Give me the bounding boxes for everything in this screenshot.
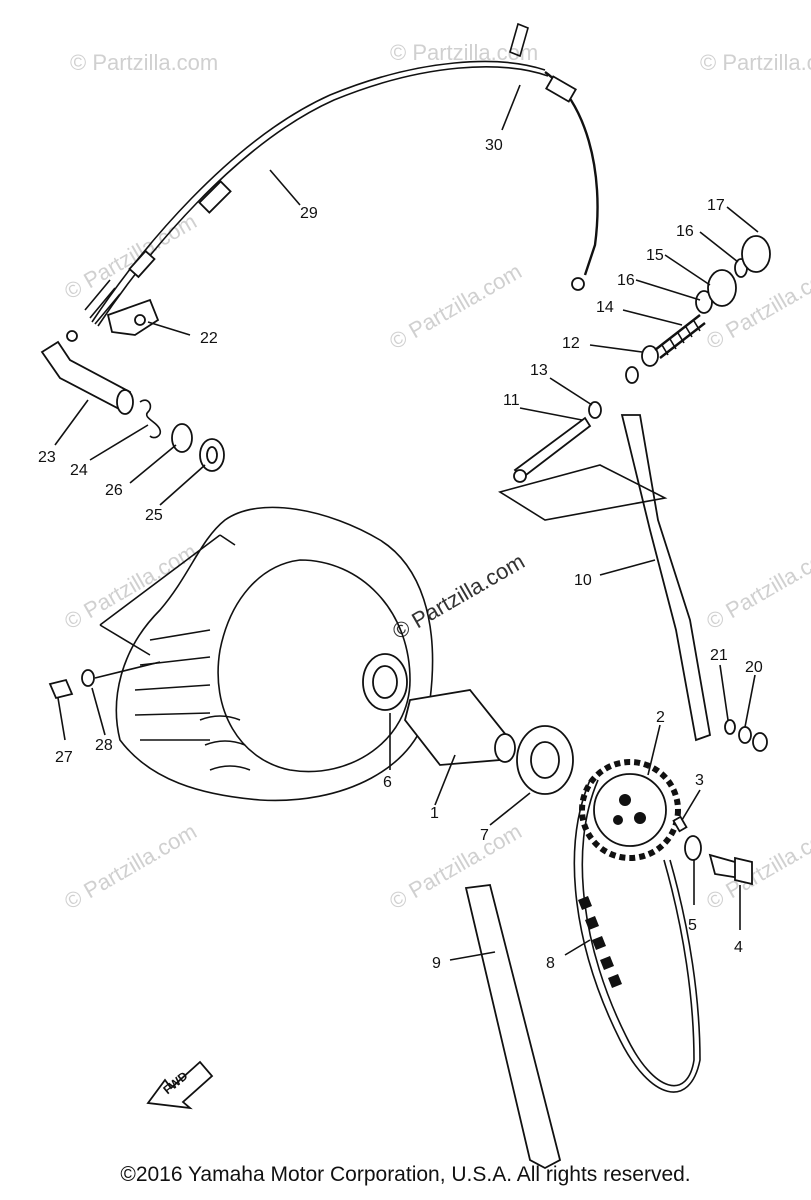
watermark: © Partzilla.com [385,259,526,355]
callout-12: 12 [562,335,580,352]
parts-3-4-5 [672,815,753,886]
watermark: © Partzilla.com [60,819,201,915]
watermark: © Partzilla.com [702,539,811,635]
callout-5: 5 [688,917,697,934]
part-2-sprocket [579,759,681,861]
callout-15: 15 [646,247,664,264]
part-10-guide [620,414,712,742]
callout-22: 22 [200,330,218,347]
callout-24: 24 [70,462,88,479]
parts-11-17-tensioner [513,235,771,483]
callout-3: 3 [695,772,704,789]
callout-2: 2 [656,709,665,726]
callout-26: 26 [105,482,123,499]
callout-4: 4 [734,939,743,956]
part-9-guide [464,884,562,1170]
part-29-cable [66,22,599,342]
part-8-chain [573,779,701,1093]
callout-numbers: 30 29 22 23 24 26 25 27 28 6 1 7 2 3 4 5… [38,137,763,972]
callout-28: 28 [95,737,113,754]
watermark: © Partzilla.com [60,209,201,305]
parts-20-21-27-28 [48,669,768,752]
callout-23: 23 [38,449,56,466]
callout-27: 27 [55,749,73,766]
callout-20: 20 [745,659,763,676]
callout-13: 13 [530,362,548,379]
callout-30: 30 [485,137,503,154]
part-22-bracket [106,298,160,336]
parts-23-26-lever [40,340,225,472]
callout-25: 25 [145,507,163,524]
leader-lines [54,84,759,961]
callout-1: 1 [430,805,439,822]
callout-6: 6 [383,774,392,791]
callout-7: 7 [480,827,489,844]
watermark: © Partzilla.com [385,819,526,915]
fwd-arrow: FWD [146,1060,214,1110]
callout-16: 16 [617,272,635,289]
reference-lines [94,464,668,679]
watermark: © Partzilla.com [70,50,218,75]
parts-1-6-7-camshaft [362,653,574,795]
callout-17: 17 [707,197,725,214]
watermark: © Partzilla.com [390,40,538,65]
callout-8: 8 [546,955,555,972]
watermark-center: © Partzilla.com [388,549,529,645]
callout-10: 10 [574,572,592,589]
callout-16: 16 [676,223,694,240]
callout-29: 29 [300,205,318,222]
watermark: © Partzilla.com [60,539,201,635]
copyright-text: ©2016 Yamaha Motor Corporation, U.S.A. A… [120,1163,691,1186]
callout-21: 21 [710,647,728,664]
callout-9: 9 [432,955,441,972]
engine-case [115,506,434,802]
watermark: © Partzilla.com [700,50,811,75]
callout-14: 14 [596,299,614,316]
callout-11: 11 [503,392,520,409]
